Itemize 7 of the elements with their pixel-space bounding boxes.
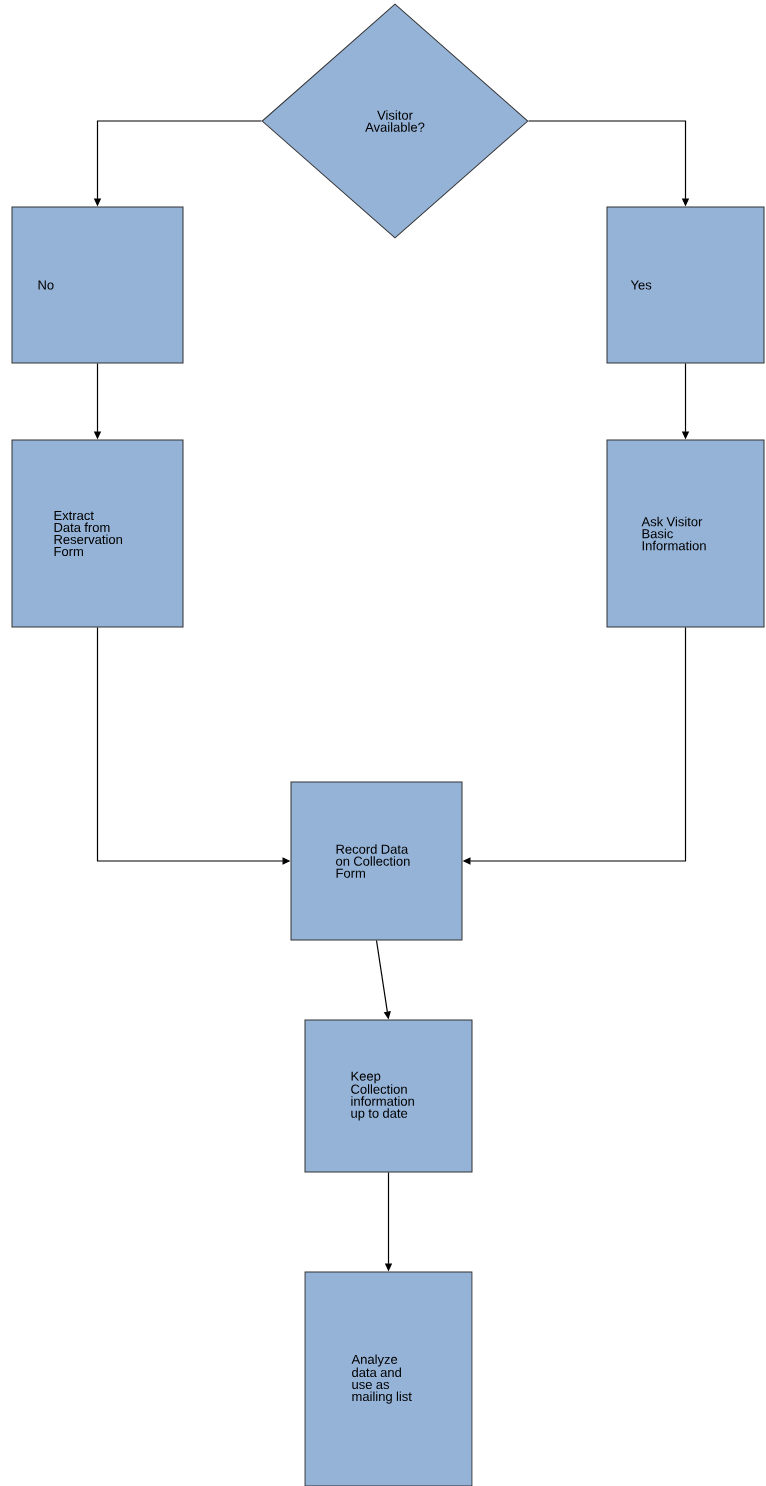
process-box: Yes: [606, 206, 765, 364]
process-box: Keep Collection information up to date: [304, 1019, 473, 1173]
process-box: Analyze data and use as mailing list: [304, 1271, 473, 1486]
process-box: Record Data on Collection Form: [290, 781, 463, 941]
process-box: Ask Visitor Basic Information: [606, 439, 765, 628]
process-box: Extract Data from Reservation Form: [11, 439, 184, 628]
process-box: No: [11, 206, 184, 364]
